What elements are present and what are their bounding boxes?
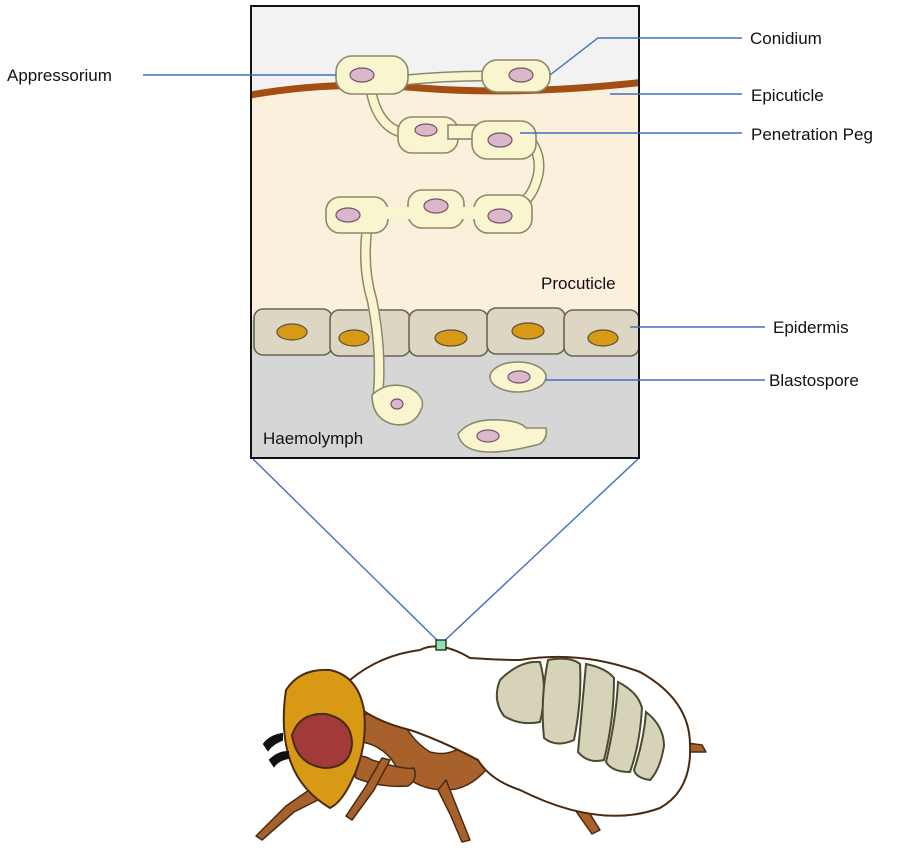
appressorium-cell [336,56,408,94]
procuticle-hyphal-cells [326,190,532,233]
procuticle-label: Procuticle [541,274,616,293]
blastospore-label: Blastospore [769,371,859,390]
conidium-label: Conidium [750,29,822,48]
conidium-cell [482,60,550,92]
penetration-peg-label: Penetration Peg [751,125,873,144]
epidermis-cells [254,308,639,356]
insect-illustration [256,640,706,842]
haemolymph-label: Haemolymph [263,429,363,448]
infection-site-marker [436,640,446,650]
epidermis-label: Epidermis [773,318,849,337]
cuticle-inset: Procuticle Haemolymph [245,6,645,458]
appressorium-label: Appressorium [7,66,112,85]
epicuticle-label: Epicuticle [751,86,824,105]
